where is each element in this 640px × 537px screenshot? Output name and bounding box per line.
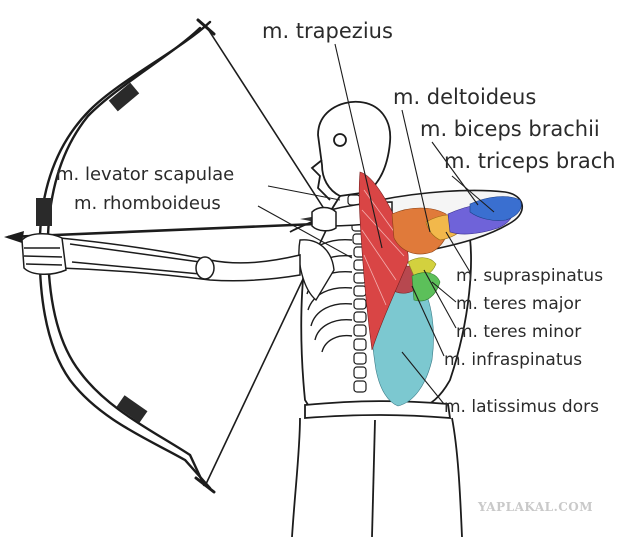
label-deltoideus: m. deltoideus (393, 85, 536, 109)
leader-lines (257, 43, 495, 405)
label-trapezius: m. trapezius (262, 19, 393, 43)
label-levator-scapulae: m. levator scapulae (56, 164, 234, 185)
watermark: YAPLAKAL.COM (477, 500, 593, 514)
label-infraspinatus: m. infraspinatus (444, 350, 582, 370)
label-biceps-brachii: m. biceps brachii (420, 117, 600, 141)
muscles (358, 171, 522, 407)
label-latissimus-dorsi: m. latissimus dors (444, 397, 599, 417)
label-supraspinatus: m. supraspinatus (456, 266, 603, 286)
labels: m. trapezius m. deltoideus m. biceps bra… (56, 19, 616, 417)
archer-body-outline (289, 100, 472, 537)
label-teres-major: m. teres major (456, 294, 581, 314)
label-triceps-brachii: m. triceps brach (444, 149, 616, 173)
label-teres-minor: m. teres minor (456, 322, 581, 342)
teres-major-muscle (411, 272, 441, 302)
left-scapula (298, 239, 335, 302)
trapezius-muscle (358, 171, 409, 351)
label-rhomboideus: m. rhomboideus (74, 193, 221, 214)
bow-wraps (36, 82, 148, 423)
bow-arm (21, 233, 301, 282)
